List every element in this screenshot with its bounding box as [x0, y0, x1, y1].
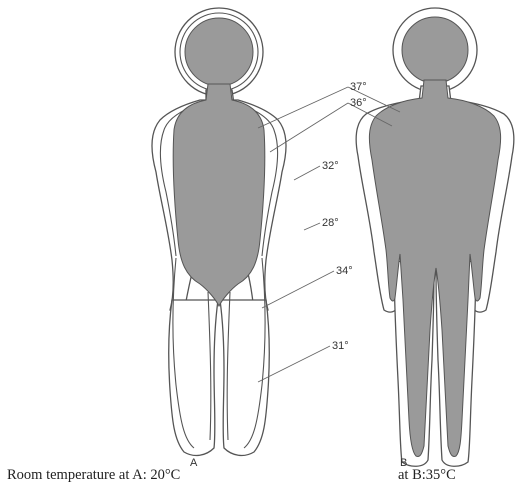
isotherm-label: 31°: [332, 340, 349, 352]
figure-b: B: [356, 8, 514, 469]
figure-a: A: [152, 8, 286, 469]
leader-line: [262, 271, 334, 308]
isotherm-34: 34°: [262, 265, 353, 308]
isotherm-31: 31°: [258, 340, 349, 382]
leader-line: [294, 166, 320, 180]
isotherm-label: 37°: [350, 81, 367, 93]
figure-a-caption: Room temperature at A: 20°C: [7, 467, 180, 484]
isotherm-label: 32°: [322, 160, 339, 172]
figure-b-caption: at B:35°C: [398, 467, 456, 484]
figure-a-letter: A: [190, 457, 198, 469]
isotherm-label: 34°: [336, 265, 353, 277]
figure-b-core: [369, 17, 500, 457]
isotherm-32: 32°: [294, 160, 339, 180]
leader-line: [304, 223, 320, 230]
figure-a-core: [173, 18, 265, 306]
isotherm-28: 28°: [304, 217, 339, 230]
isotherm-label: 28°: [322, 217, 339, 229]
isotherm-label: 36°: [350, 97, 367, 109]
